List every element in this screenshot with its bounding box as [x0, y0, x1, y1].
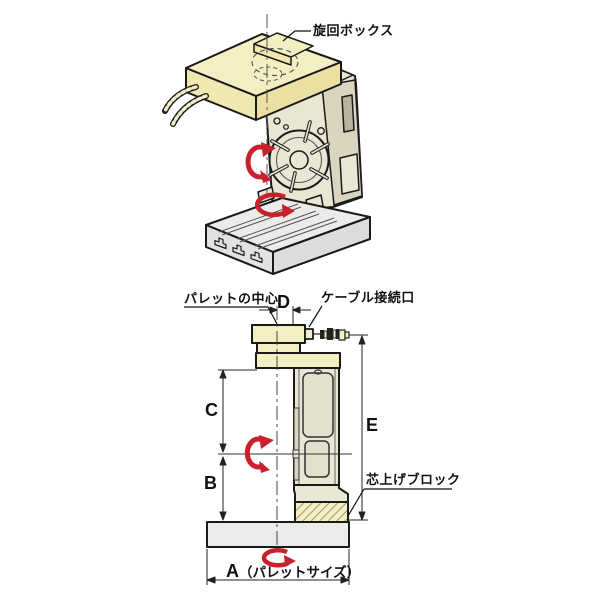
leaders: [184, 305, 452, 517]
dim-label-a-group: A （パレットサイズ）: [226, 561, 360, 582]
isometric-view: [162, 14, 371, 275]
iso-swivel-box: [185, 32, 342, 121]
iso-side-slot: [341, 94, 355, 133]
iso-side-panel: [339, 153, 360, 195]
t-slot-sections: [214, 237, 263, 264]
label-swivel-box: 旋回ボックス: [313, 23, 394, 38]
iso-faceplate: [268, 117, 330, 193]
iso-base-pallet: [205, 197, 371, 275]
hidden-swivel-circle: [251, 47, 299, 77]
side-column: [292, 367, 349, 503]
side-base-pallet: [206, 521, 350, 548]
label-centering-block: 芯上げブロック: [366, 472, 461, 487]
side-centering-block: [294, 501, 349, 523]
cables: [162, 84, 209, 127]
side-lower-panel: [304, 440, 330, 478]
dim-label-a-suffix: （パレットサイズ）: [239, 565, 361, 580]
rotation-arrow-pallet: [261, 548, 296, 568]
side-cover-panel: [302, 372, 334, 438]
label-cable-port: ケーブル接続口: [321, 290, 415, 305]
dimension-e: [349, 335, 368, 521]
dimension-b: [219, 456, 227, 521]
dim-label-d: D: [277, 292, 290, 312]
rotation-arrow-base: [255, 192, 295, 218]
dim-label-e: E: [366, 415, 379, 435]
dimension-c: [218, 369, 257, 453]
t-slot-grooves: [218, 203, 338, 250]
rotation-arrow-center: [244, 435, 274, 473]
rotation-arrow-faceplate: [245, 142, 276, 183]
dim-label-c: C: [205, 400, 218, 420]
leader-swivel-box: [282, 30, 311, 42]
side-clamp-strip: [293, 407, 300, 481]
dimension-a: [206, 549, 350, 585]
label-pallet-center: パレットの中心: [184, 291, 279, 306]
screw-icon: [313, 369, 323, 375]
cable-port-nub: [304, 328, 314, 340]
dim-label-a: A: [226, 561, 239, 581]
dim-label-b: B: [204, 473, 217, 493]
faceplate-slots: [268, 120, 330, 193]
cable-connector: [313, 328, 368, 341]
side-view: [184, 305, 452, 585]
